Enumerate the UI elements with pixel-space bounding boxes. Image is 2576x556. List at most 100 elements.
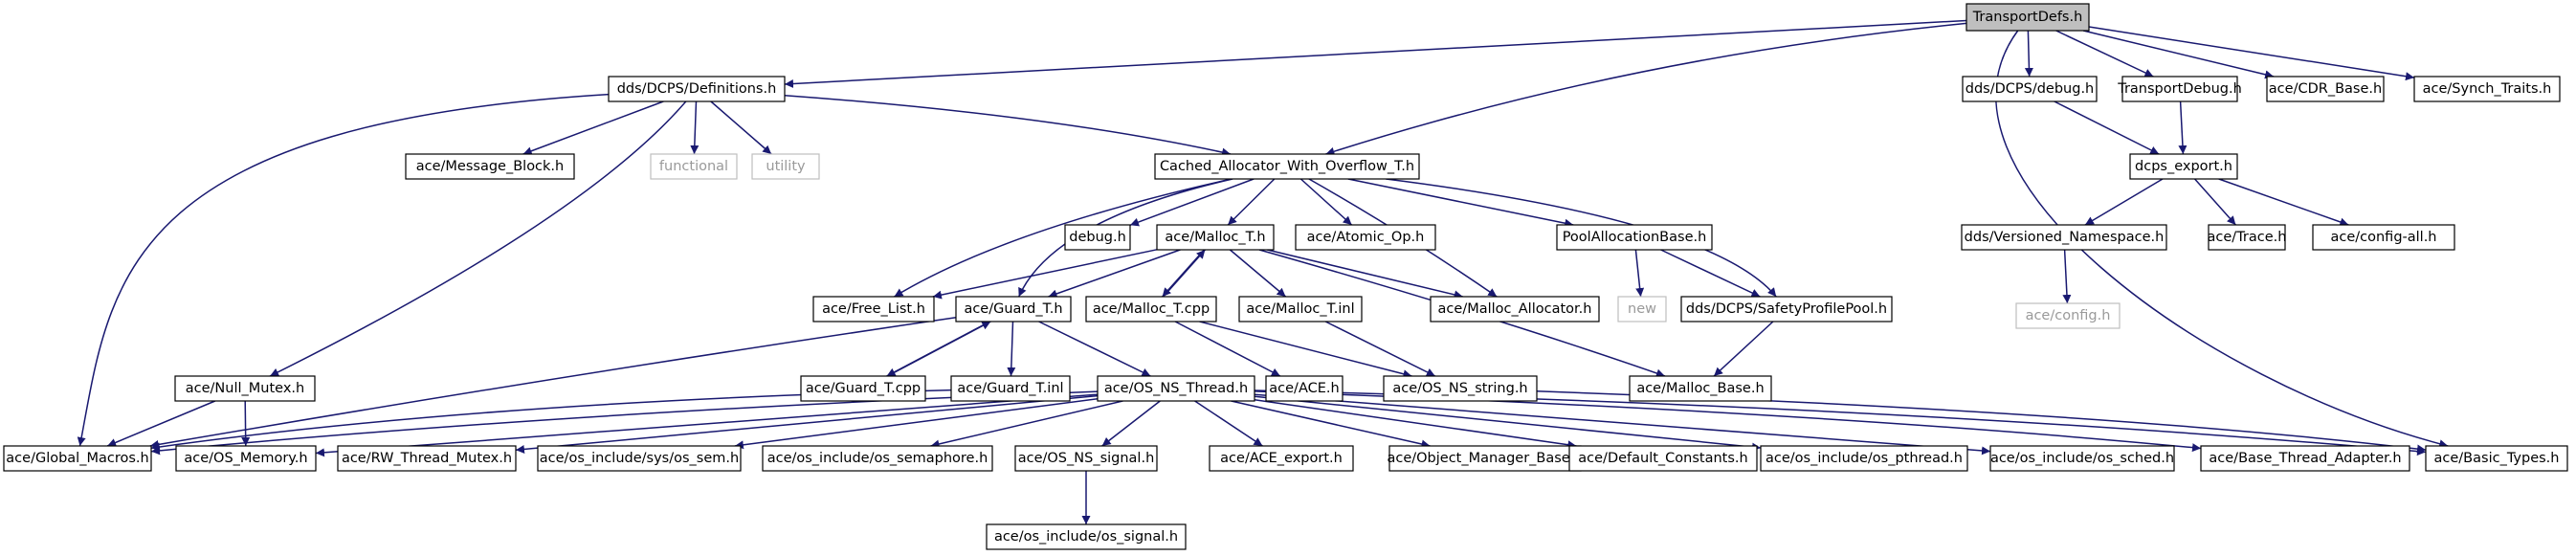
- node-functional: functional: [650, 153, 738, 180]
- edge-malloc_t_cpp-to-malloc_t_h: [1163, 249, 1206, 298]
- node-synch-traits[interactable]: ace/Synch_Traits.h: [2413, 76, 2561, 102]
- node-box: [1962, 76, 2098, 102]
- edge-malloc_t_h-to-free_list: [932, 249, 1158, 300]
- edge-definitions-to-global_macros: [77, 93, 610, 447]
- node-box: [1097, 375, 1255, 402]
- node-label: ace/os_include/os_pthread.h: [1765, 451, 1963, 466]
- node-utility: utility: [751, 153, 820, 180]
- node-box: [405, 153, 575, 180]
- node-malloc-t-inl[interactable]: ace/Malloc_T.inl: [1238, 296, 1363, 322]
- node-box: [650, 153, 738, 180]
- node-guard-t-cpp[interactable]: ace/Guard_T.cpp: [800, 375, 926, 402]
- edge-dcps_export-to-versioned_ns: [2084, 178, 2164, 226]
- node-label: ace/Guard_T.inl: [957, 381, 1063, 396]
- node-safety-pool[interactable]: dds/DCPS/SafetyProfilePool.h: [1680, 296, 1893, 322]
- node-transportdefs[interactable]: TransportDefs.h: [1965, 3, 2090, 32]
- edge-os_ns_thread-to-object_manager_base: [1231, 400, 1431, 449]
- node-label: TransportDebug.h: [2117, 81, 2242, 97]
- edge-cached_alloc-to-pool_alloc: [1347, 178, 1574, 228]
- node-box: [1085, 296, 1217, 322]
- node-label: ace/ACE_export.h: [1220, 451, 1343, 466]
- node-box: [1295, 224, 1436, 251]
- node-label: dcps_export.h: [2135, 159, 2232, 174]
- node-label: ace/Global_Macros.h: [6, 451, 148, 466]
- node-ace-h[interactable]: ace/ACE.h: [1265, 375, 1344, 402]
- node-versioned-ns[interactable]: dds/Versioned_Namespace.h: [1961, 224, 2167, 251]
- node-os-ns-signal[interactable]: ace/OS_NS_signal.h: [1014, 445, 1158, 472]
- node-label: ace/os_include/sys/os_sem.h: [540, 451, 739, 466]
- node-trace[interactable]: ace/Trace.h: [2208, 224, 2287, 251]
- edge-dcps_debug-to-dcps_export: [2054, 100, 2160, 155]
- node-label: dds/DCPS/Definitions.h: [617, 81, 777, 97]
- edge-os_ns_thread-to-rw_thread_mutex: [515, 394, 1099, 454]
- node-global-macros[interactable]: ace/Global_Macros.h: [3, 445, 152, 472]
- node-atomic-op[interactable]: ace/Atomic_Op.h: [1295, 224, 1436, 251]
- node-os-pthread[interactable]: ace/os_include/os_pthread.h: [1760, 445, 1968, 472]
- node-label: ace/Default_Constants.h: [1578, 451, 1747, 466]
- node-malloc-base[interactable]: ace/Malloc_Base.h: [1629, 375, 1772, 402]
- edge-transportdefs-to-transportdebug: [2055, 30, 2154, 78]
- node-definitions[interactable]: dds/DCPS/Definitions.h: [608, 76, 786, 102]
- edge-cached_alloc-to-debug_h: [1129, 178, 1255, 227]
- node-pool-alloc[interactable]: PoolAllocationBase.h: [1556, 224, 1713, 251]
- edge-malloc_t_cpp-to-os_ns_string: [1199, 321, 1412, 379]
- node-os-sem[interactable]: ace/os_include/sys/os_sem.h: [537, 445, 742, 472]
- edge-null_mutex-to-global_macros: [106, 400, 216, 447]
- node-box: [1556, 224, 1713, 251]
- node-box: [1209, 445, 1354, 472]
- node-transportdebug[interactable]: TransportDebug.h: [2117, 76, 2242, 102]
- edge-guard_t_cpp-to-guard_t_h: [887, 321, 991, 377]
- node-label: ace/Synch_Traits.h: [2423, 81, 2552, 97]
- node-box: [1383, 375, 1538, 402]
- node-os-ns-string[interactable]: ace/OS_NS_string.h: [1383, 375, 1538, 402]
- node-label: ace/Atomic_Op.h: [1307, 230, 1425, 245]
- node-box: [2425, 445, 2568, 472]
- node-os-sched[interactable]: ace/os_include/os_sched.h: [1989, 445, 2175, 472]
- node-malloc-allocator[interactable]: ace/Malloc_Allocator.h: [1430, 296, 1600, 322]
- node-free-list[interactable]: ace/Free_List.h: [812, 296, 935, 322]
- edge-malloc_t_h-to-malloc_allocator: [1267, 249, 1463, 300]
- node-rw-thread-mutex[interactable]: ace/RW_Thread_Mutex.h: [337, 445, 517, 472]
- node-os-ns-thread[interactable]: ace/OS_NS_Thread.h: [1097, 375, 1255, 402]
- node-box: [337, 445, 517, 472]
- node-malloc-t-h[interactable]: ace/Malloc_T.h: [1156, 224, 1275, 251]
- node-label: ace/os_include/os_sched.h: [1990, 451, 2174, 466]
- node-box: [537, 445, 742, 472]
- node-label: ace/config.h: [2026, 308, 2111, 323]
- node-os-signal[interactable]: ace/os_include/os_signal.h: [986, 523, 1187, 550]
- edge-guard_t_h-to-os_ns_thread: [1038, 321, 1151, 377]
- node-dcps-export[interactable]: dcps_export.h: [2129, 153, 2238, 180]
- node-config-all[interactable]: ace/config-all.h: [2312, 224, 2455, 251]
- edge-transportdefs-to-definitions: [784, 19, 1967, 89]
- node-label: ace/Basic_Types.h: [2434, 451, 2560, 466]
- node-base-thread-adapter[interactable]: ace/Base_Thread_Adapter.h: [2200, 445, 2410, 472]
- node-object-manager-base[interactable]: ace/Object_Manager_Base.h: [1387, 445, 1584, 472]
- node-box: [1014, 445, 1158, 472]
- node-basic-types[interactable]: ace/Basic_Types.h: [2425, 445, 2568, 472]
- edge-cached_alloc-to-malloc_t_h: [1227, 178, 1276, 226]
- node-guard-t-inl[interactable]: ace/Guard_T.inl: [950, 375, 1071, 402]
- node-guard-t-h[interactable]: ace/Guard_T.h: [955, 296, 1072, 322]
- node-cached-alloc[interactable]: Cached_Allocator_With_Overflow_T.h: [1154, 153, 1420, 180]
- node-box: [800, 375, 926, 402]
- node-os-memory[interactable]: ace/OS_Memory.h: [175, 445, 317, 472]
- node-malloc-t-cpp[interactable]: ace/Malloc_T.cpp: [1085, 296, 1217, 322]
- node-default-constants[interactable]: ace/Default_Constants.h: [1568, 445, 1758, 472]
- node-box: [1965, 3, 2090, 32]
- node-label: new: [1628, 301, 1656, 317]
- node-null-mutex[interactable]: ace/Null_Mutex.h: [174, 375, 316, 402]
- node-message-block[interactable]: ace/Message_Block.h: [405, 153, 575, 180]
- node-cdr-base[interactable]: ace/CDR_Base.h: [2266, 76, 2385, 102]
- node-os-semaphore[interactable]: ace/os_include/os_semaphore.h: [762, 445, 993, 472]
- edge-definitions-to-cached_alloc: [784, 94, 1232, 157]
- node-box: [2015, 302, 2121, 329]
- edge-os_ns_thread-to-global_macros: [150, 390, 1099, 456]
- edge-os_ns_thread-to-os_sem: [734, 397, 1099, 450]
- node-dcps-debug[interactable]: dds/DCPS/debug.h: [1962, 76, 2098, 102]
- node-debug-h[interactable]: debug.h: [1064, 224, 1131, 251]
- edge-malloc_t_h-to-guard_t_h: [1048, 249, 1181, 299]
- node-box: [950, 375, 1071, 402]
- node-label: ace/Trace.h: [2208, 230, 2287, 245]
- node-ace-export[interactable]: ace/ACE_export.h: [1209, 445, 1354, 472]
- node-label: ace/OS_NS_string.h: [1392, 381, 1527, 396]
